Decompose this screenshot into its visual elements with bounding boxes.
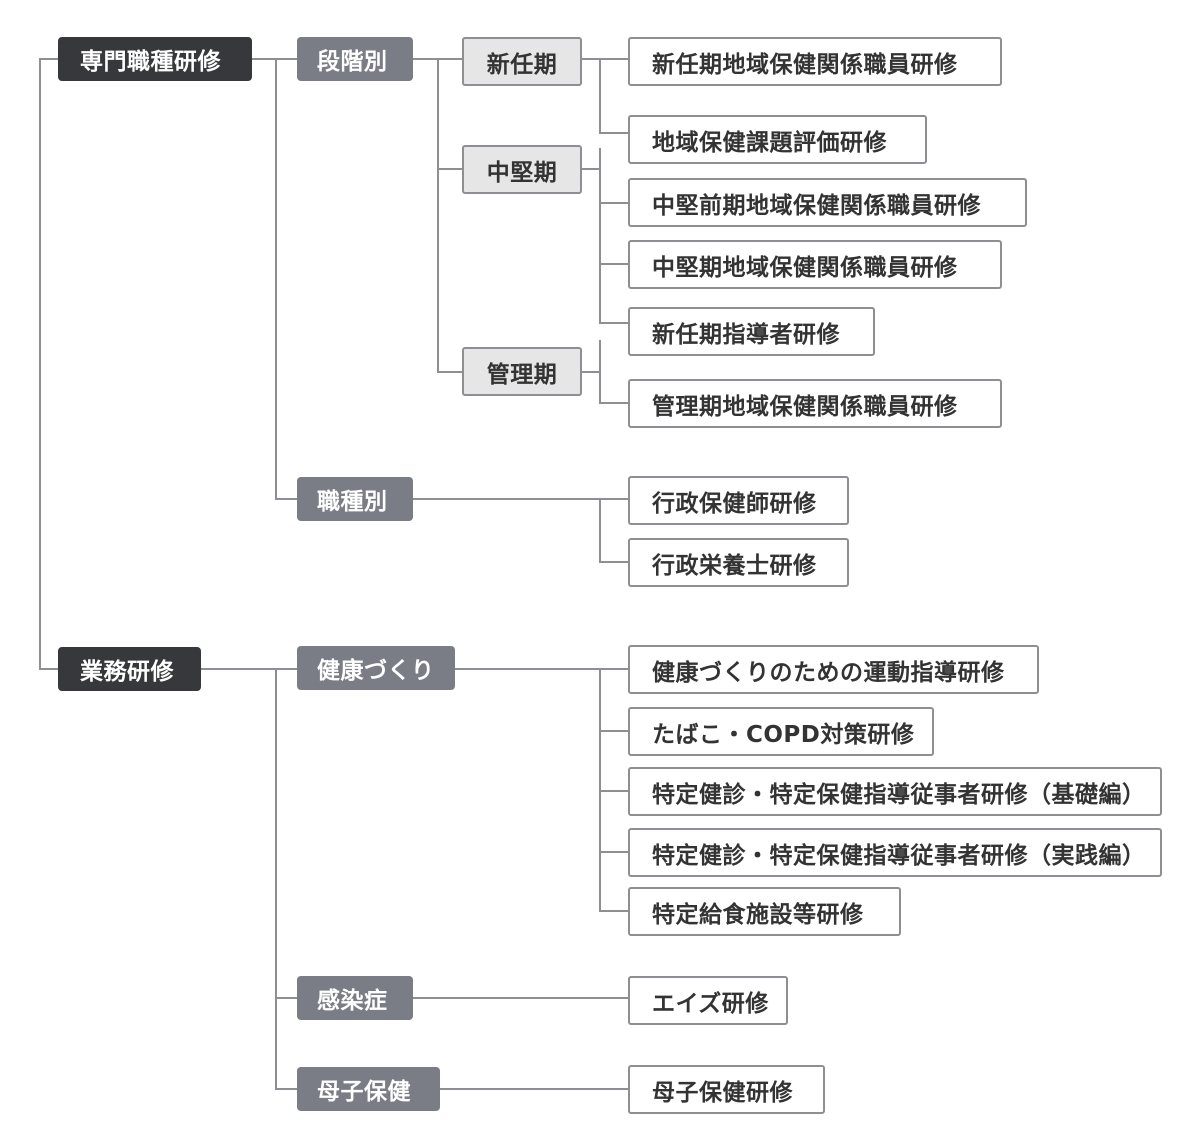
course-item: 新任期指導者研修: [628, 307, 875, 356]
course-item: 行政栄養士研修: [628, 538, 849, 587]
course-item: 新任期地域保健関係職員研修: [628, 37, 1002, 86]
course-item: 中堅前期地域保健関係職員研修: [628, 178, 1027, 227]
group-kenkou-zukuri: 健康づくり: [297, 646, 455, 690]
group-shokushu-betsu: 職種別: [297, 477, 413, 521]
course-item: たばこ・COPD対策研修: [628, 707, 934, 756]
stage-chukenki: 中堅期: [462, 145, 582, 194]
group-dankai-betsu: 段階別: [297, 37, 413, 81]
course-item: 管理期地域保健関係職員研修: [628, 379, 1002, 428]
category-senmon-shokushu-kenshu: 専門職種研修: [58, 37, 252, 81]
course-item: 健康づくりのための運動指導研修: [628, 645, 1039, 694]
group-boshi-hoken: 母子保健: [297, 1067, 440, 1111]
course-item: 特定健診・特定保健指導従事者研修（基礎編）: [628, 767, 1162, 816]
group-kansenshou: 感染症: [297, 976, 413, 1020]
course-item: 特定健診・特定保健指導従事者研修（実践編）: [628, 828, 1162, 877]
stage-shinninki: 新任期: [462, 37, 582, 86]
course-item: 中堅期地域保健関係職員研修: [628, 240, 1002, 289]
course-item: 母子保健研修: [628, 1065, 825, 1114]
course-item: 行政保健師研修: [628, 476, 849, 525]
stage-kanriki: 管理期: [462, 347, 582, 396]
category-gyomu-kenshu: 業務研修: [58, 647, 201, 691]
course-item: エイズ研修: [628, 976, 788, 1025]
course-item: 特定給食施設等研修: [628, 887, 901, 936]
course-item: 地域保健課題評価研修: [628, 115, 927, 164]
